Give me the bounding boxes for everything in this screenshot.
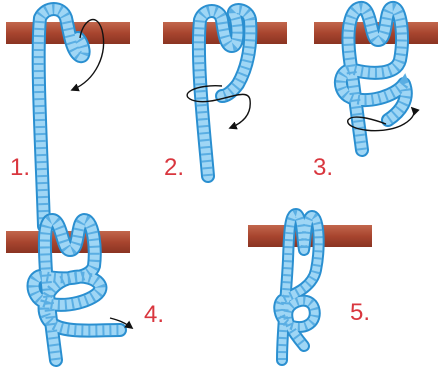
step-3-rope bbox=[341, 8, 406, 150]
step-1-label: 1. bbox=[10, 154, 30, 181]
step-4-panel: 4. bbox=[6, 220, 164, 360]
step-5-rope bbox=[279, 214, 318, 360]
step-2-label: 2. bbox=[164, 154, 184, 181]
step-3-panel: 3. bbox=[313, 8, 438, 181]
step-2-panel: 2. bbox=[163, 10, 287, 181]
step-5-panel: 5. bbox=[248, 214, 372, 360]
step-4-label: 4. bbox=[144, 301, 164, 328]
step-5-label: 5. bbox=[350, 299, 370, 326]
step-1-panel: 1. bbox=[6, 9, 130, 226]
step-3-label: 3. bbox=[313, 154, 333, 181]
